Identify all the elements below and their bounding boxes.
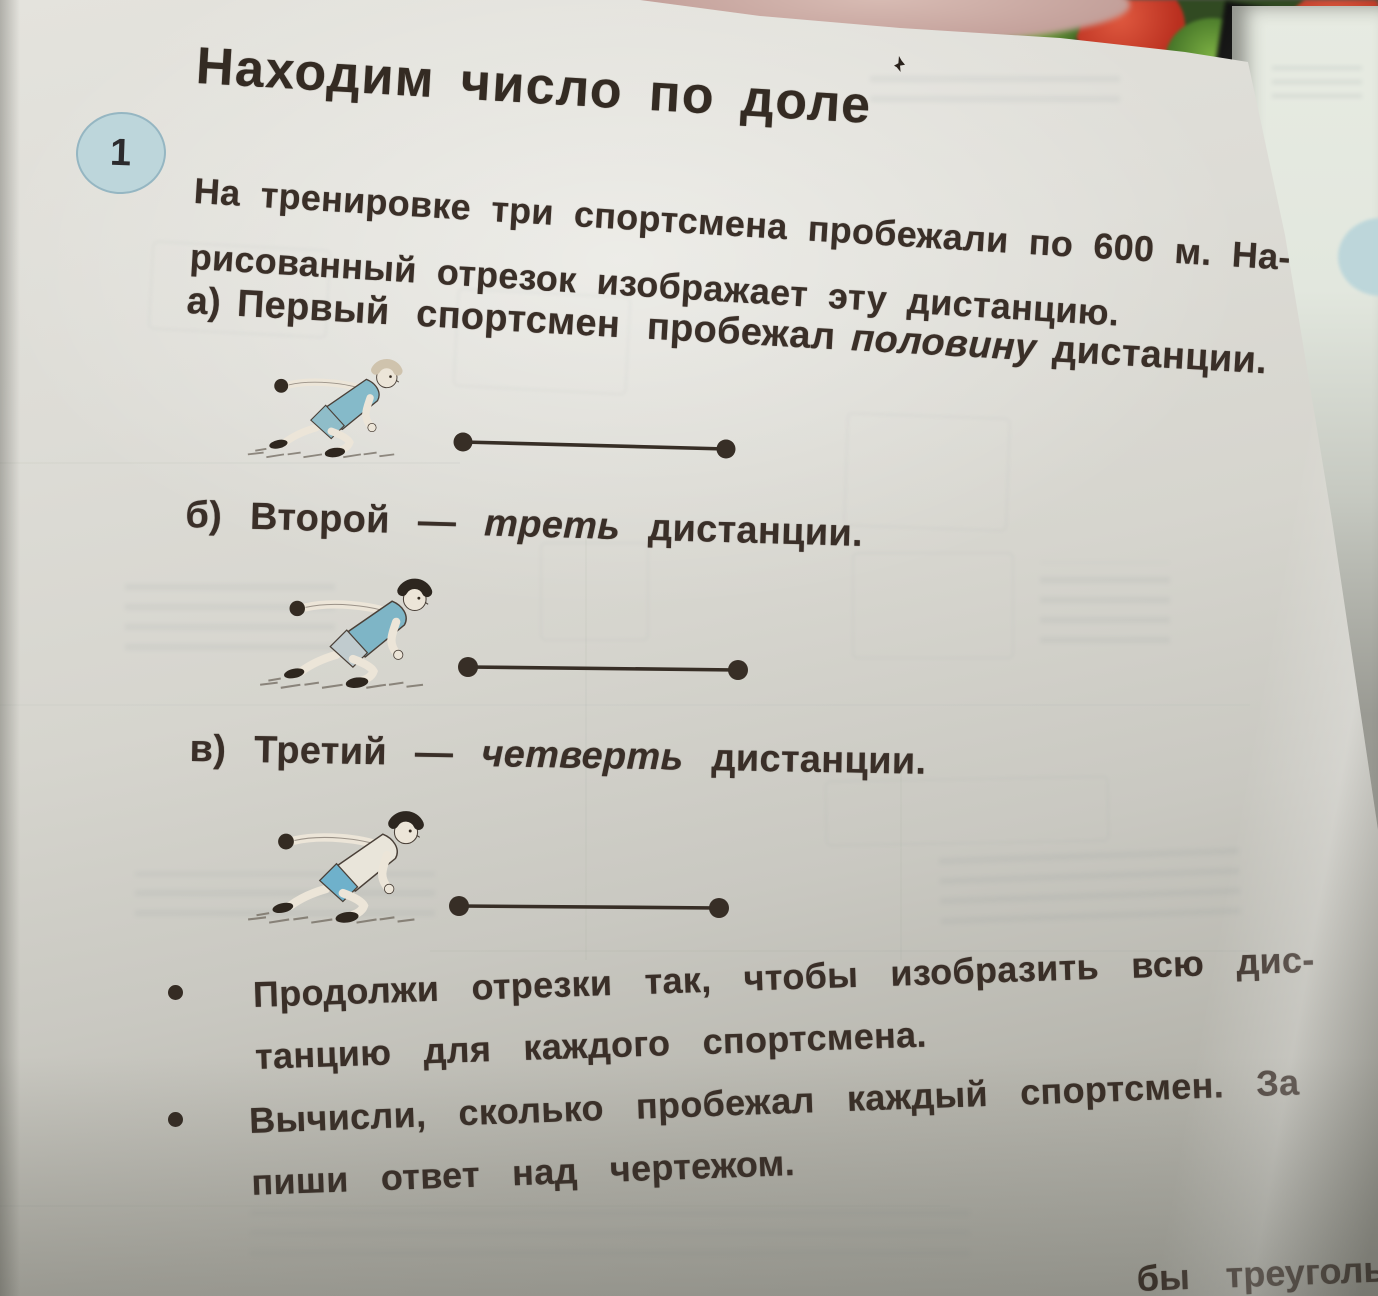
bleed-through	[250, 1198, 970, 1270]
endpoint-dot-icon	[709, 898, 729, 918]
bleed-through	[870, 76, 1120, 116]
endpoint-dot-icon	[728, 660, 748, 680]
bleed-through	[0, 704, 1250, 706]
bullet-icon	[168, 1112, 183, 1127]
bleed-through	[125, 572, 335, 664]
item-c-suffix: дистанции.	[711, 737, 927, 783]
bleed-through	[540, 542, 649, 641]
runner-boy-icon	[246, 792, 446, 929]
item-b-text: Второй	[249, 495, 391, 542]
next-page-ghost-text	[1272, 66, 1362, 108]
item-a-fraction: половину	[850, 317, 1038, 370]
runner-boy-icon	[258, 560, 454, 694]
distance-segment-b	[458, 657, 748, 680]
endpoint-dot-icon	[453, 432, 473, 452]
endpoint-dot-icon	[716, 439, 736, 459]
next-page-corner-circle	[1338, 218, 1378, 296]
distance-segment-a	[453, 432, 736, 459]
bleed-through	[0, 1205, 950, 1207]
item-b-label: б)	[184, 494, 223, 538]
item-c-line: в) Третий — четверть дистанции.	[189, 728, 954, 784]
bleed-through	[824, 775, 1110, 847]
task-number: 1	[109, 131, 133, 174]
bleed-through	[852, 552, 1014, 659]
bleed-through	[938, 839, 1242, 939]
bleed-through	[1040, 562, 1170, 657]
task-number-badge: 1	[73, 108, 169, 198]
ink-speck-icon	[894, 56, 905, 72]
endpoint-dot-icon	[458, 657, 478, 677]
item-c-text: Третий	[253, 729, 388, 774]
endpoint-dot-icon	[449, 896, 469, 916]
item-a-label: а)	[185, 280, 223, 324]
bleed-through	[900, 760, 902, 960]
distance-segment-c	[449, 896, 729, 918]
dash: —	[417, 500, 457, 544]
item-b-line: б) Второй — треть дистанции.	[185, 494, 892, 557]
page-title: Находим число по доле	[194, 36, 874, 136]
bleed-through	[585, 520, 587, 960]
bleed-through	[0, 462, 460, 464]
item-b-suffix: дистанции.	[647, 506, 864, 555]
item-b-fraction: треть	[483, 502, 621, 549]
bullet-icon	[168, 985, 183, 1000]
item-c-fraction: четверть	[480, 733, 684, 779]
bleed-through	[430, 950, 1250, 952]
runner-boy-icon	[246, 342, 422, 463]
dash: —	[414, 731, 454, 775]
next-exercise-fragment: бы треугольн	[1136, 1247, 1378, 1296]
item-c-label: в)	[189, 728, 227, 771]
